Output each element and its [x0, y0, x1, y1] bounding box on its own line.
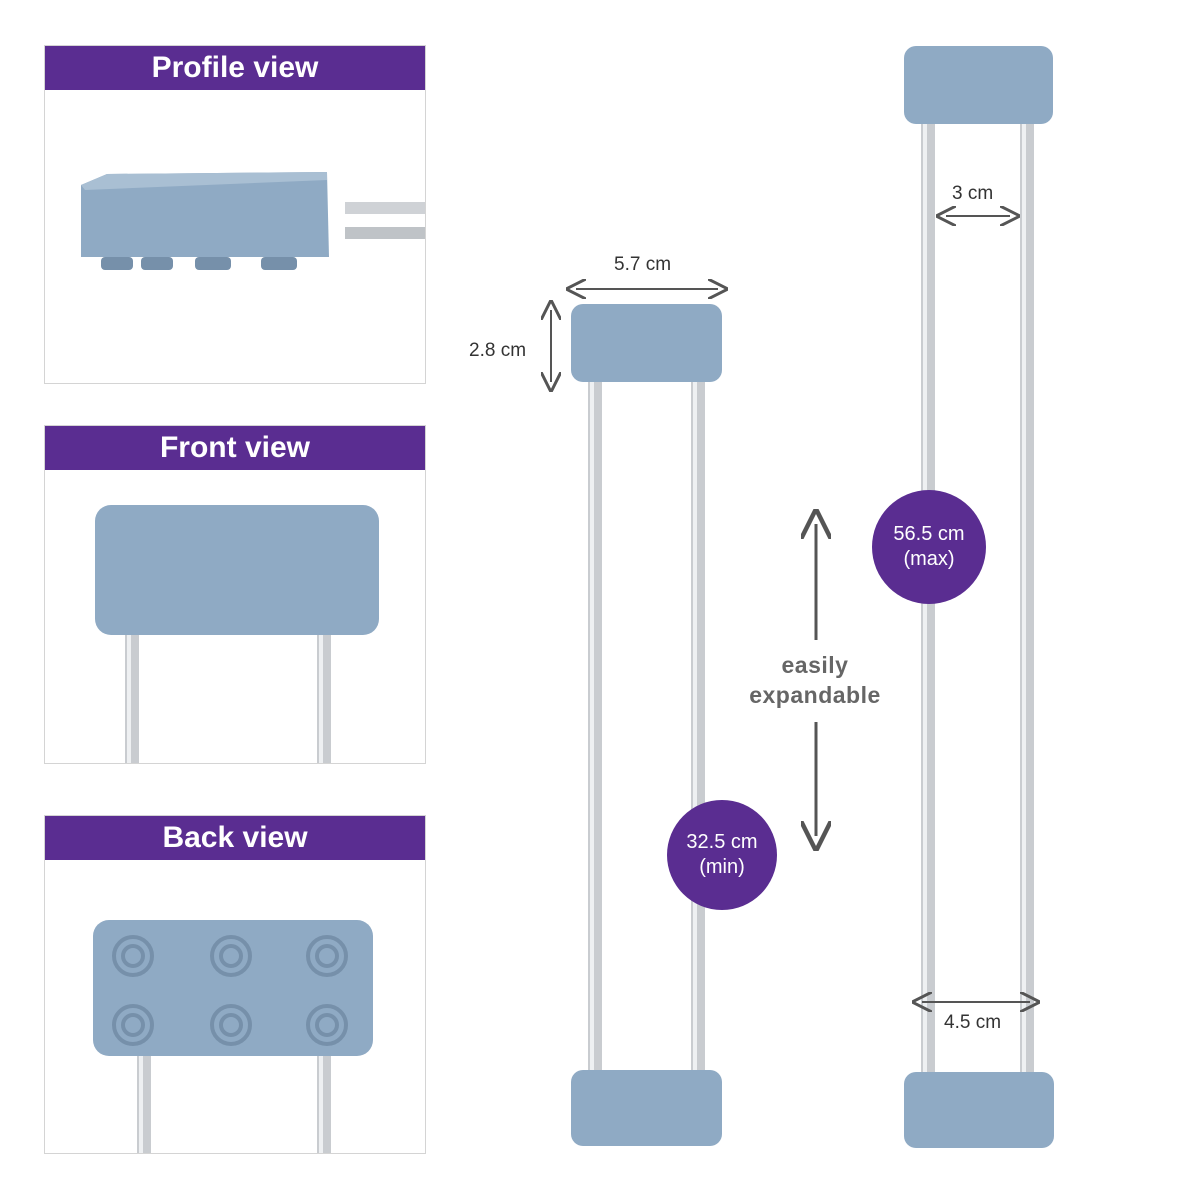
- max-width-label: 4.5 cm: [944, 1012, 1002, 1033]
- front-view-illustration: [45, 470, 425, 763]
- profile-nub: [101, 257, 133, 270]
- min-width-label: 5.7 cm: [614, 254, 672, 275]
- min-foot-bottom: [571, 1070, 722, 1146]
- profile-nub: [141, 257, 173, 270]
- front-foot-drawing: [95, 505, 379, 763]
- profile-view-title: Profile view: [45, 46, 425, 90]
- profile-view-panel: Profile view: [44, 45, 426, 384]
- back-suction-cups: [112, 935, 348, 1046]
- expandable-note: easily expandable: [730, 650, 900, 710]
- back-view-illustration: [45, 860, 425, 1153]
- back-foot-body: [93, 920, 373, 1056]
- profile-foot-drawing: [81, 172, 425, 270]
- expand-line-2: expandable: [749, 682, 881, 708]
- max-gap-label: 3 cm: [952, 183, 994, 204]
- max-foot-top: [904, 46, 1053, 124]
- front-view-panel: Front view: [44, 425, 426, 764]
- back-view-panel: Back view: [44, 815, 426, 1154]
- max-length-value: 56.5 cm: [893, 523, 965, 545]
- profile-nub: [261, 257, 297, 270]
- profile-view-illustration: [45, 90, 425, 383]
- expand-line-1: easily: [781, 652, 849, 678]
- min-length-badge: 32.5 cm (min): [667, 800, 777, 910]
- min-length-qualifier: (min): [699, 856, 745, 878]
- profile-nub: [195, 257, 231, 270]
- min-foot-top: [571, 304, 722, 382]
- profile-rod-top: [345, 202, 425, 214]
- profile-foot-body: [81, 172, 329, 257]
- max-length-qualifier: (max): [903, 548, 955, 570]
- min-height-label: 2.8 cm: [469, 340, 527, 361]
- profile-rod-bottom: [345, 227, 425, 239]
- max-length-badge: 56.5 cm (max): [872, 490, 986, 604]
- min-length-value: 32.5 cm: [686, 831, 758, 853]
- min-product: [571, 304, 722, 1146]
- max-foot-bottom: [904, 1072, 1054, 1148]
- front-view-title: Front view: [45, 426, 425, 470]
- max-product: [904, 46, 1054, 1148]
- front-foot-body: [95, 505, 379, 635]
- back-view-title: Back view: [45, 816, 425, 860]
- back-foot-drawing: [93, 920, 373, 1153]
